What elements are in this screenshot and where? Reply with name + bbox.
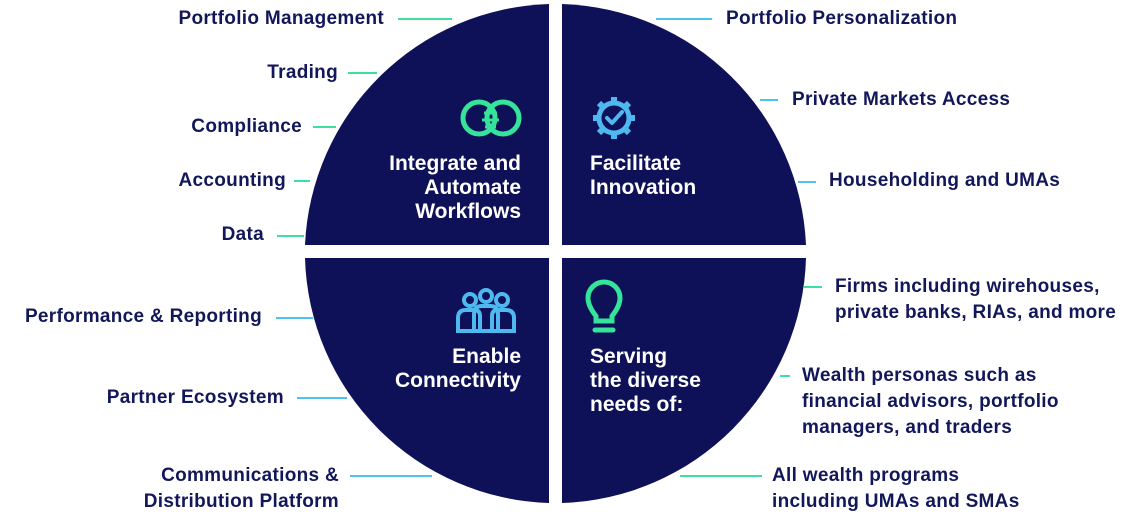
label-portfolio-management: Portfolio Management [178, 8, 384, 29]
quadrant-top-left [305, 4, 549, 245]
label-communications: Communications & Distribution Platform [143, 465, 339, 512]
quadrant-title-serving: Serving the diverse needs of: [590, 345, 701, 416]
label-private-markets: Private Markets Access [792, 89, 1011, 110]
group-people-icon [456, 288, 516, 333]
quadrant-top-right [562, 4, 806, 245]
label-householding: Householding and UMAs [829, 170, 1061, 191]
label-firms: Firms including wirehouses, private bank… [835, 276, 1117, 323]
quadrant-bottom-right [562, 258, 806, 503]
quadrant-title-connectivity: Enable Connectivity [394, 345, 521, 392]
label-trading: Trading [267, 62, 338, 83]
quadrant-title-facilitate: Facilitate Innovation [590, 152, 697, 199]
label-portfolio-personalization: Portfolio Personalization [726, 8, 958, 29]
quadrant-bottom-left [305, 258, 549, 503]
label-performance-reporting: Performance & Reporting [24, 306, 262, 327]
gear-check-icon [593, 97, 635, 139]
label-compliance: Compliance [191, 116, 302, 137]
lightbulb-icon [585, 279, 623, 333]
label-accounting: Accounting [178, 170, 286, 191]
label-wealth-personas: Wealth personas such as financial adviso… [802, 365, 1059, 438]
quadrant-title-integrate: Integrate and Automate Workflows [389, 152, 521, 223]
intersecting-circles-icon [460, 99, 522, 137]
label-partner-ecosystem: Partner Ecosystem [106, 387, 284, 408]
label-wealth-programs: All wealth programs including UMAs and S… [772, 465, 1020, 512]
label-data: Data [221, 224, 264, 245]
